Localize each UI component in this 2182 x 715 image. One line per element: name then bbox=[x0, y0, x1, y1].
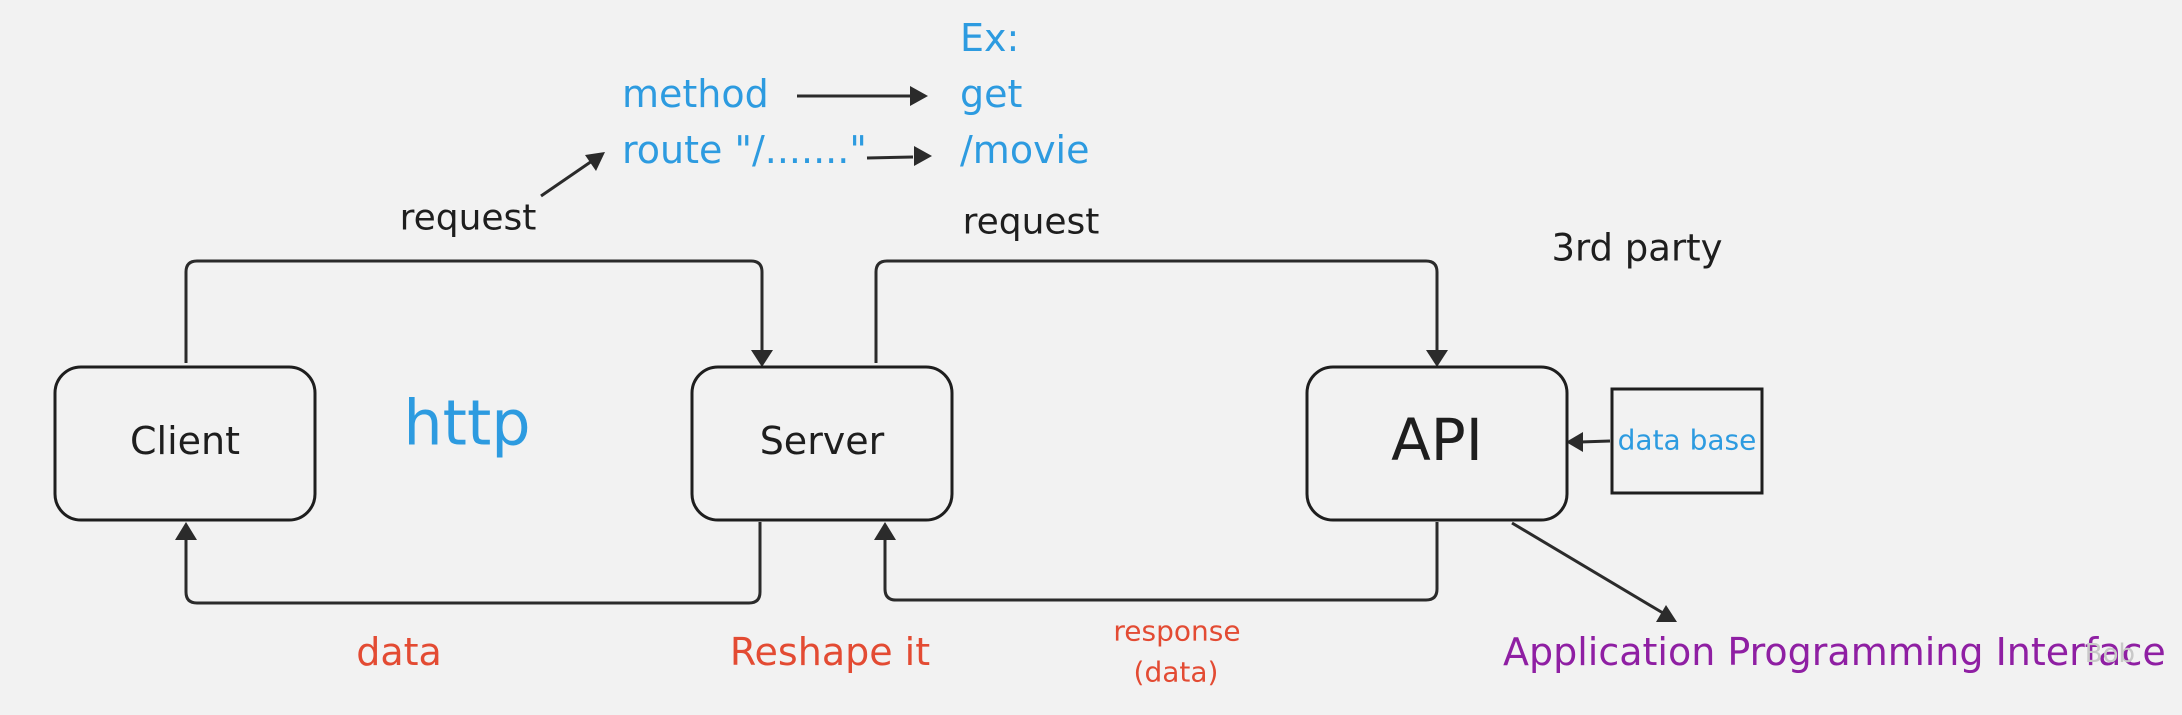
server-box bbox=[690, 365, 954, 522]
response-arrowhead-api-server bbox=[874, 522, 896, 540]
api-box bbox=[1305, 365, 1569, 522]
database-box bbox=[1610, 387, 1764, 495]
data-label: data bbox=[356, 630, 442, 674]
api-expansion-arrowhead bbox=[1656, 605, 1677, 622]
api-expansion-label: Application Programming Interface bbox=[1503, 630, 2166, 674]
method-example: get bbox=[960, 72, 1022, 116]
server-node: Server bbox=[690, 365, 954, 522]
database-api-connector bbox=[1579, 439, 1611, 444]
request-label-server-api: request bbox=[963, 202, 1100, 243]
database-api-arrowhead bbox=[1566, 432, 1583, 452]
client-node: Client bbox=[53, 365, 317, 522]
route-example-arrowhead bbox=[914, 146, 932, 166]
api-expansion-connector bbox=[1511, 521, 1664, 615]
example-header: Ex: bbox=[960, 16, 1019, 60]
method-label: method bbox=[622, 72, 769, 116]
route-example: /movie bbox=[960, 128, 1090, 172]
protocol-label: http bbox=[403, 387, 530, 460]
request-arrowhead-client-server bbox=[751, 350, 773, 367]
request-arrowhead-server-api bbox=[1426, 350, 1448, 367]
database-label: data base bbox=[1618, 424, 1757, 457]
server-label: Server bbox=[760, 419, 885, 463]
request-connector-server-api bbox=[874, 259, 1439, 363]
request-label-client-server: request bbox=[400, 198, 537, 239]
client-label: Client bbox=[130, 419, 240, 463]
response-label-line2: (data) bbox=[1134, 656, 1219, 689]
route-example-connector bbox=[866, 155, 914, 160]
request-detail-arrowhead bbox=[585, 152, 605, 171]
api-node: API bbox=[1305, 365, 1569, 522]
reshape-label: Reshape it bbox=[730, 630, 930, 674]
response-label-line1: response bbox=[1113, 615, 1240, 648]
data-arrowhead-server-client bbox=[175, 522, 197, 540]
response-connector-api-server bbox=[883, 522, 1439, 602]
database-node: data base bbox=[1610, 387, 1764, 495]
request-connector-client-server bbox=[184, 259, 764, 363]
client-box bbox=[53, 365, 317, 522]
route-label: route "/......." bbox=[622, 128, 867, 172]
request-detail-connector bbox=[540, 159, 593, 198]
api-label: API bbox=[1391, 406, 1483, 474]
watermark: Bob bbox=[2085, 639, 2135, 669]
data-connector-server-client bbox=[184, 522, 762, 605]
third-party-label: 3rd party bbox=[1551, 227, 1722, 270]
method-example-arrowhead bbox=[910, 86, 928, 106]
